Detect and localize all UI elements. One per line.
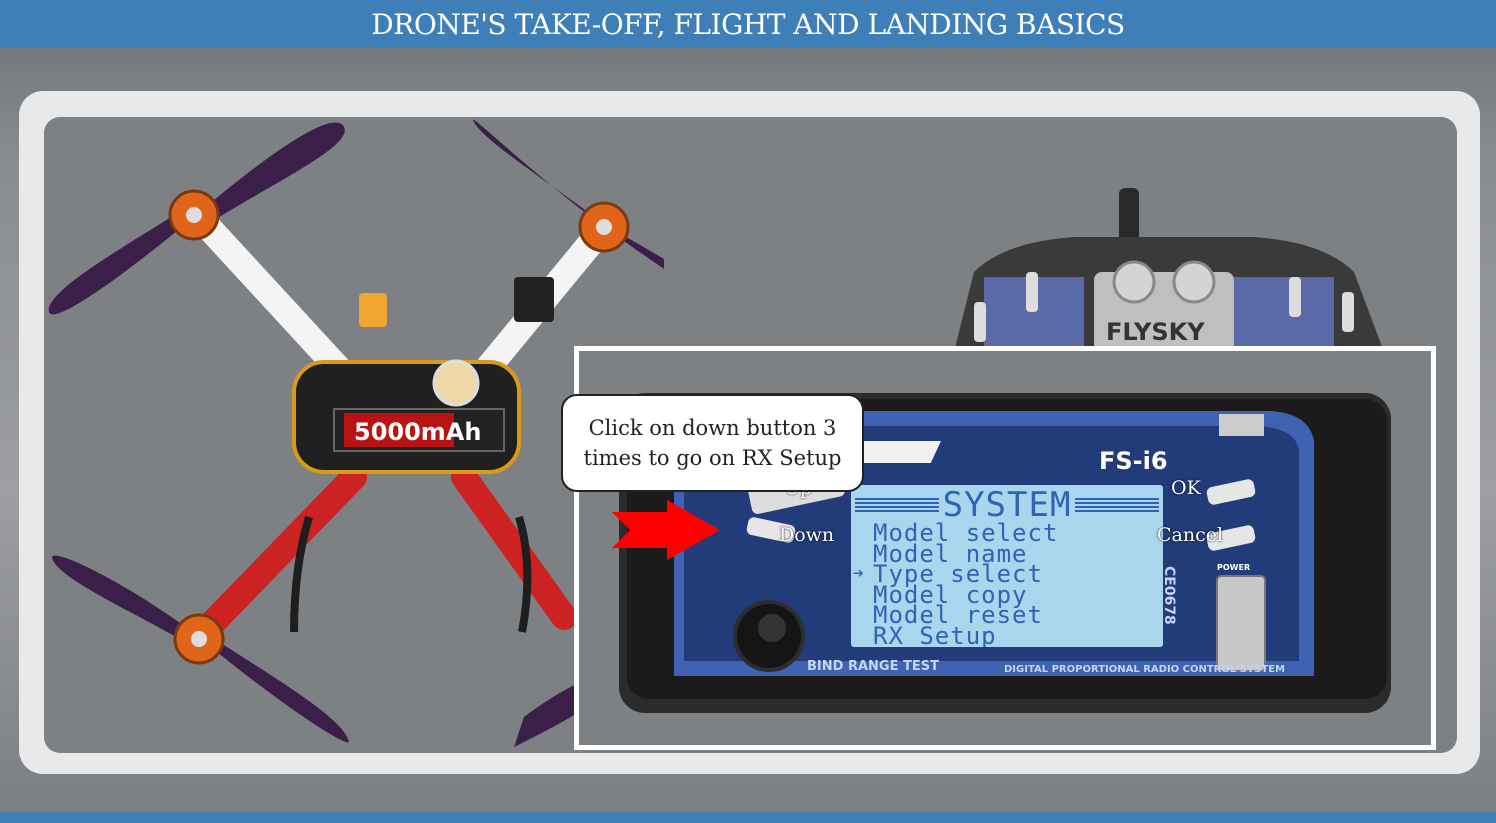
footer-bar (0, 812, 1496, 823)
arrow-right-icon: ➔ (853, 563, 865, 584)
cert-mark: CE0678 (1161, 566, 1177, 625)
lcd-screen: SYSTEM Model select Model name ➔Type sel… (851, 485, 1163, 647)
transmitter-brand: FLYSKY (1106, 318, 1205, 346)
page-title: DRONE'S TAKE-OFF, FLIGHT AND LANDING BAS… (371, 7, 1125, 41)
system-description-label: DIGITAL PROPORTIONAL RADIO CONTROL SYSTE… (1004, 664, 1285, 675)
bind-range-test-label: BIND RANGE TEST (807, 659, 939, 674)
lcd-menu-item-rx-setup[interactable]: RX Setup (873, 621, 997, 648)
instruction-callout: Click on down button 3 times to go on RX… (561, 394, 864, 492)
lcd-menu-item-model-select[interactable]: Model select (873, 519, 1059, 547)
power-label: POWER (1217, 563, 1251, 572)
lcd-title-text: SYSTEM (942, 485, 1072, 525)
lcd-menu-list: Model select Model name ➔Type select Mod… (853, 519, 1163, 648)
lcd-menu-item-model-name[interactable]: Model name (873, 539, 1028, 568)
transmitter-model: FS-i6 (1099, 447, 1168, 475)
instruction-text: Click on down button 3 times to go on RX… (583, 416, 842, 470)
lcd-menu-item-model-copy[interactable]: Model copy (873, 580, 1028, 609)
ok-button[interactable]: OK (1171, 477, 1201, 499)
transmitter-top-illustration: FLYSKY (954, 188, 1384, 352)
drone-illustration: 5000mAh (48, 119, 664, 747)
cancel-button[interactable]: Cancel (1157, 524, 1224, 546)
lcd-menu-item-model-reset[interactable]: Model reset (873, 601, 1043, 629)
red-pointer-arrow-icon (612, 500, 720, 560)
lcd-title: SYSTEM (851, 485, 1163, 525)
down-button[interactable]: Down (779, 524, 835, 546)
battery-label: 5000mAh (354, 418, 481, 446)
page-title-bar: DRONE'S TAKE-OFF, FLIGHT AND LANDING BAS… (0, 0, 1496, 48)
lcd-menu-item-type-select[interactable]: ➔Type select (853, 560, 1043, 588)
